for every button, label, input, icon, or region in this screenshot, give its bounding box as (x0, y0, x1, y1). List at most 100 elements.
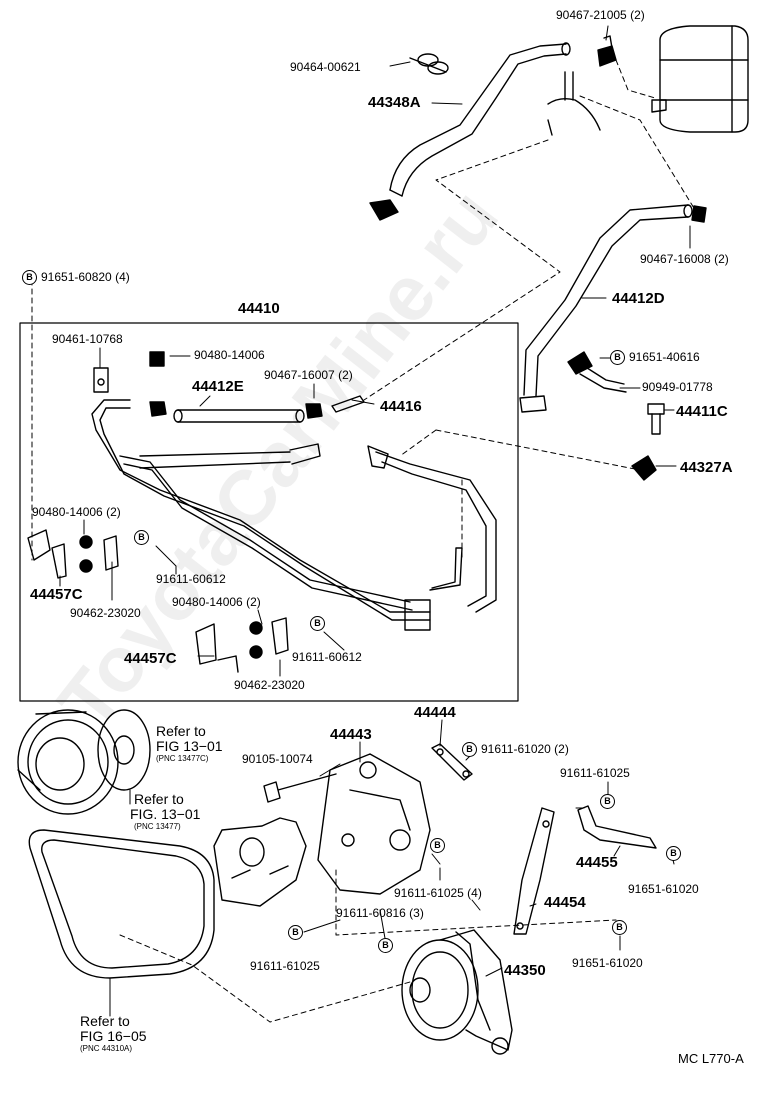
label-91611-61025-4: 91611-61025 (4) (394, 886, 482, 900)
label-44454: 44454 (544, 894, 586, 911)
bracket-44455 (577, 805, 657, 849)
refer-figure: FIG. 13−01 (130, 806, 201, 822)
label-44444: 44444 (414, 704, 456, 721)
part-number: 91651-60820 (4) (41, 270, 130, 284)
label-90949-01778: 90949-01778 (642, 380, 713, 394)
bolt-mark-icon: B (462, 742, 477, 758)
label-90480-14006-b: 90480-14006 (2) (32, 505, 121, 519)
strut-44454 (513, 807, 555, 935)
label-90480-14006-a: 90480-14006 (194, 348, 265, 362)
label-91611-60612-a: B (134, 530, 153, 546)
label-91651-60820: B 91651-60820 (4) (22, 270, 130, 286)
clamp-90467-16007 (305, 403, 323, 419)
label-44455: 44455 (576, 854, 618, 871)
refer-pnc: (PNC 13477) (134, 822, 181, 831)
refer-pnc: (PNC 44310A) (80, 1044, 133, 1053)
label-90467-16007: 90467-16007 (2) (264, 368, 353, 382)
label-44416: 44416 (380, 398, 422, 415)
clamp-in-box (149, 401, 167, 417)
bolt-mark-icon: B (666, 846, 681, 862)
label-44412E: 44412E (192, 378, 244, 395)
label-91611-60612-b: 91611-60612 (292, 650, 362, 664)
bracket-44443 (317, 753, 431, 895)
bolt-mark-icon: B (134, 530, 149, 546)
hose-high-pressure (139, 443, 497, 613)
part-number: 91611-61020 (2) (481, 742, 569, 756)
refer-note-44310A: Refer to FIG 16−05 (PNC 44310A) (80, 1013, 147, 1054)
label-91611-61020: B 91611-61020 (2) (462, 742, 569, 758)
part-number: 91651-40616 (629, 350, 700, 364)
label-44348A: 44348A (368, 94, 421, 111)
pressure-tube (91, 399, 431, 621)
label-91611-60612-a-text: 91611-60612 (156, 572, 226, 586)
label-90462-23020-a: 90462-23020 (70, 606, 141, 620)
diagram-code: MC L770-A (678, 1051, 744, 1066)
label-90480-14006-c: 90480-14006 (2) (172, 595, 261, 609)
refer-figure: FIG 13−01 (156, 738, 223, 754)
refer-line: Refer to (156, 723, 206, 739)
label-91611-60816: 91611-60816 (3) (336, 906, 424, 920)
label-44350: 44350 (504, 962, 546, 979)
refer-pnc: (PNC 13477C) (156, 754, 209, 763)
clamp-90467-16008 (691, 205, 707, 223)
bolt-mark-icon: B (22, 270, 37, 286)
assembly-box-44410 (19, 322, 519, 702)
label-91651-61020-a: 91651-61020 (628, 882, 699, 896)
refer-note-13477: Refer to FIG. 13−01 (PNC 13477) (130, 791, 200, 832)
bolt-mark-icon: B (610, 350, 625, 366)
bracket-90949-01778 (567, 351, 627, 393)
label-90462-23020-b: 90462-23020 (234, 678, 305, 692)
tube-bracket-right (404, 547, 463, 631)
bolt-mark-icon: B (288, 925, 303, 941)
clip-90464-00621 (409, 53, 449, 75)
bolt-mark-icon: B (612, 920, 627, 936)
leader-dashes (31, 59, 701, 1023)
bolt-mark-icon: B (310, 616, 325, 632)
hose-44412E (173, 409, 305, 423)
bolt-mark-91611-60816: B (378, 938, 397, 954)
brace-44444 (431, 743, 473, 781)
label-91611-61025-a: 91611-61025 (560, 766, 630, 780)
refer-note-13477C: Refer to FIG 13−01 (PNC 13477C) (156, 723, 223, 764)
clamp-lower-44348A (369, 199, 399, 221)
label-91611-60612-b-mark: B (310, 616, 329, 632)
label-91611-61025-b: 91611-61025 (250, 959, 320, 973)
label-44327A: 44327A (680, 459, 733, 476)
clamp-set-44457C-lower (195, 617, 289, 673)
reservoir-inlet (547, 71, 601, 136)
label-44412D: 44412D (612, 290, 665, 307)
label-91651-61020-b: 91651-61020 (572, 956, 643, 970)
refer-figure: FIG 16−05 (80, 1028, 147, 1044)
clamp-set-44457C-upper (27, 529, 119, 579)
label-90467-21005: 90467-21005 (2) (556, 8, 645, 22)
hose-44348A (389, 42, 571, 197)
label-90105-10074: 90105-10074 (242, 752, 313, 766)
bolt-44411C (647, 403, 665, 435)
bolt-mark-icon: B (600, 794, 615, 810)
refer-line: Refer to (80, 1013, 130, 1029)
bolt-mark-91611-61025-4: B (430, 838, 449, 854)
reservoir-tank (651, 25, 749, 133)
leader-lines (59, 25, 691, 1017)
bolt-90105-10074 (263, 773, 337, 803)
label-90461-10768: 90461-10768 (52, 332, 123, 346)
union-44416 (331, 395, 365, 413)
label-90467-16008: 90467-16008 (2) (640, 252, 729, 266)
bolt-mark-91651-61020-b: B (612, 920, 631, 936)
bracket-44327A (631, 455, 657, 481)
hose-44412D (519, 204, 693, 413)
bolt-mark-91611-61025-a: B (600, 794, 619, 810)
label-44411C: 44411C (676, 403, 728, 420)
clip-90461-10768 (93, 367, 109, 393)
engine-block (213, 817, 307, 907)
label-91651-40616: B 91651-40616 (610, 350, 700, 366)
bolt-mark-icon: B (378, 938, 393, 954)
label-44443: 44443 (330, 726, 372, 743)
label-44457C-b: 44457C (124, 650, 177, 667)
clamp-90467-21005 (597, 35, 617, 67)
grommet-90480-14006 (149, 351, 165, 367)
bolt-mark-91651-61020-a: B (666, 846, 685, 862)
label-44457C-a: 44457C (30, 586, 83, 603)
bolt-mark-icon: B (430, 838, 445, 854)
refer-line: Refer to (134, 791, 184, 807)
